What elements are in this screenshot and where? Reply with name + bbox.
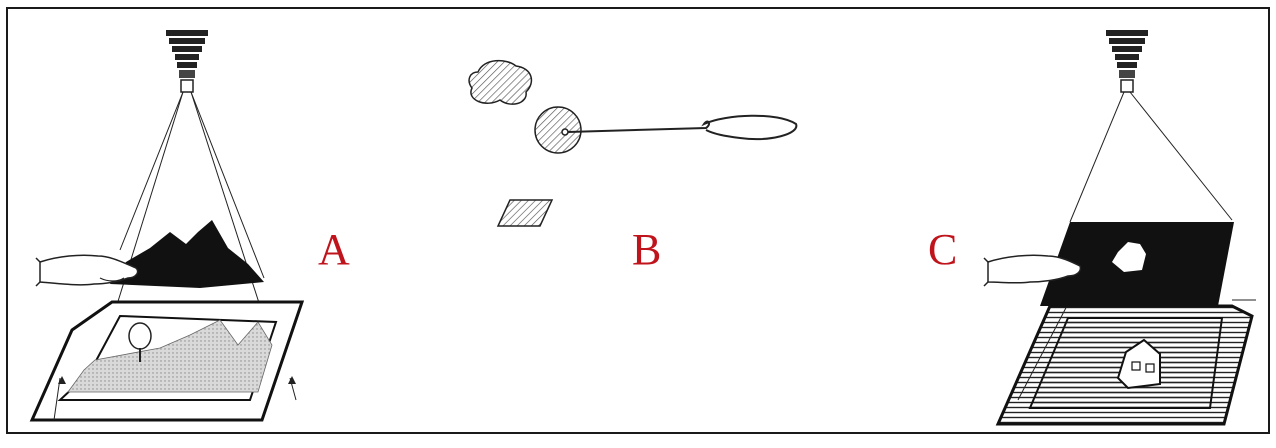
panel-c-hand-with-card bbox=[983, 222, 1234, 306]
panel-label-c: C bbox=[928, 225, 958, 274]
panel-b-round-dodger-on-wire bbox=[534, 106, 798, 154]
panel-b-blob-dodger bbox=[468, 59, 533, 105]
panel-a-enlarger-lamp bbox=[166, 30, 208, 93]
panel-a-hand-with-mask bbox=[35, 220, 264, 288]
panel-label-b: B bbox=[632, 225, 662, 274]
panel-a-easel bbox=[29, 300, 305, 422]
panel-c-enlarger-lamp bbox=[1106, 30, 1148, 93]
panel-label-a: A bbox=[318, 225, 350, 274]
panel-b-square-dodger bbox=[496, 199, 554, 227]
panel-c-easel bbox=[995, 304, 1254, 426]
frame-border bbox=[6, 7, 1270, 434]
